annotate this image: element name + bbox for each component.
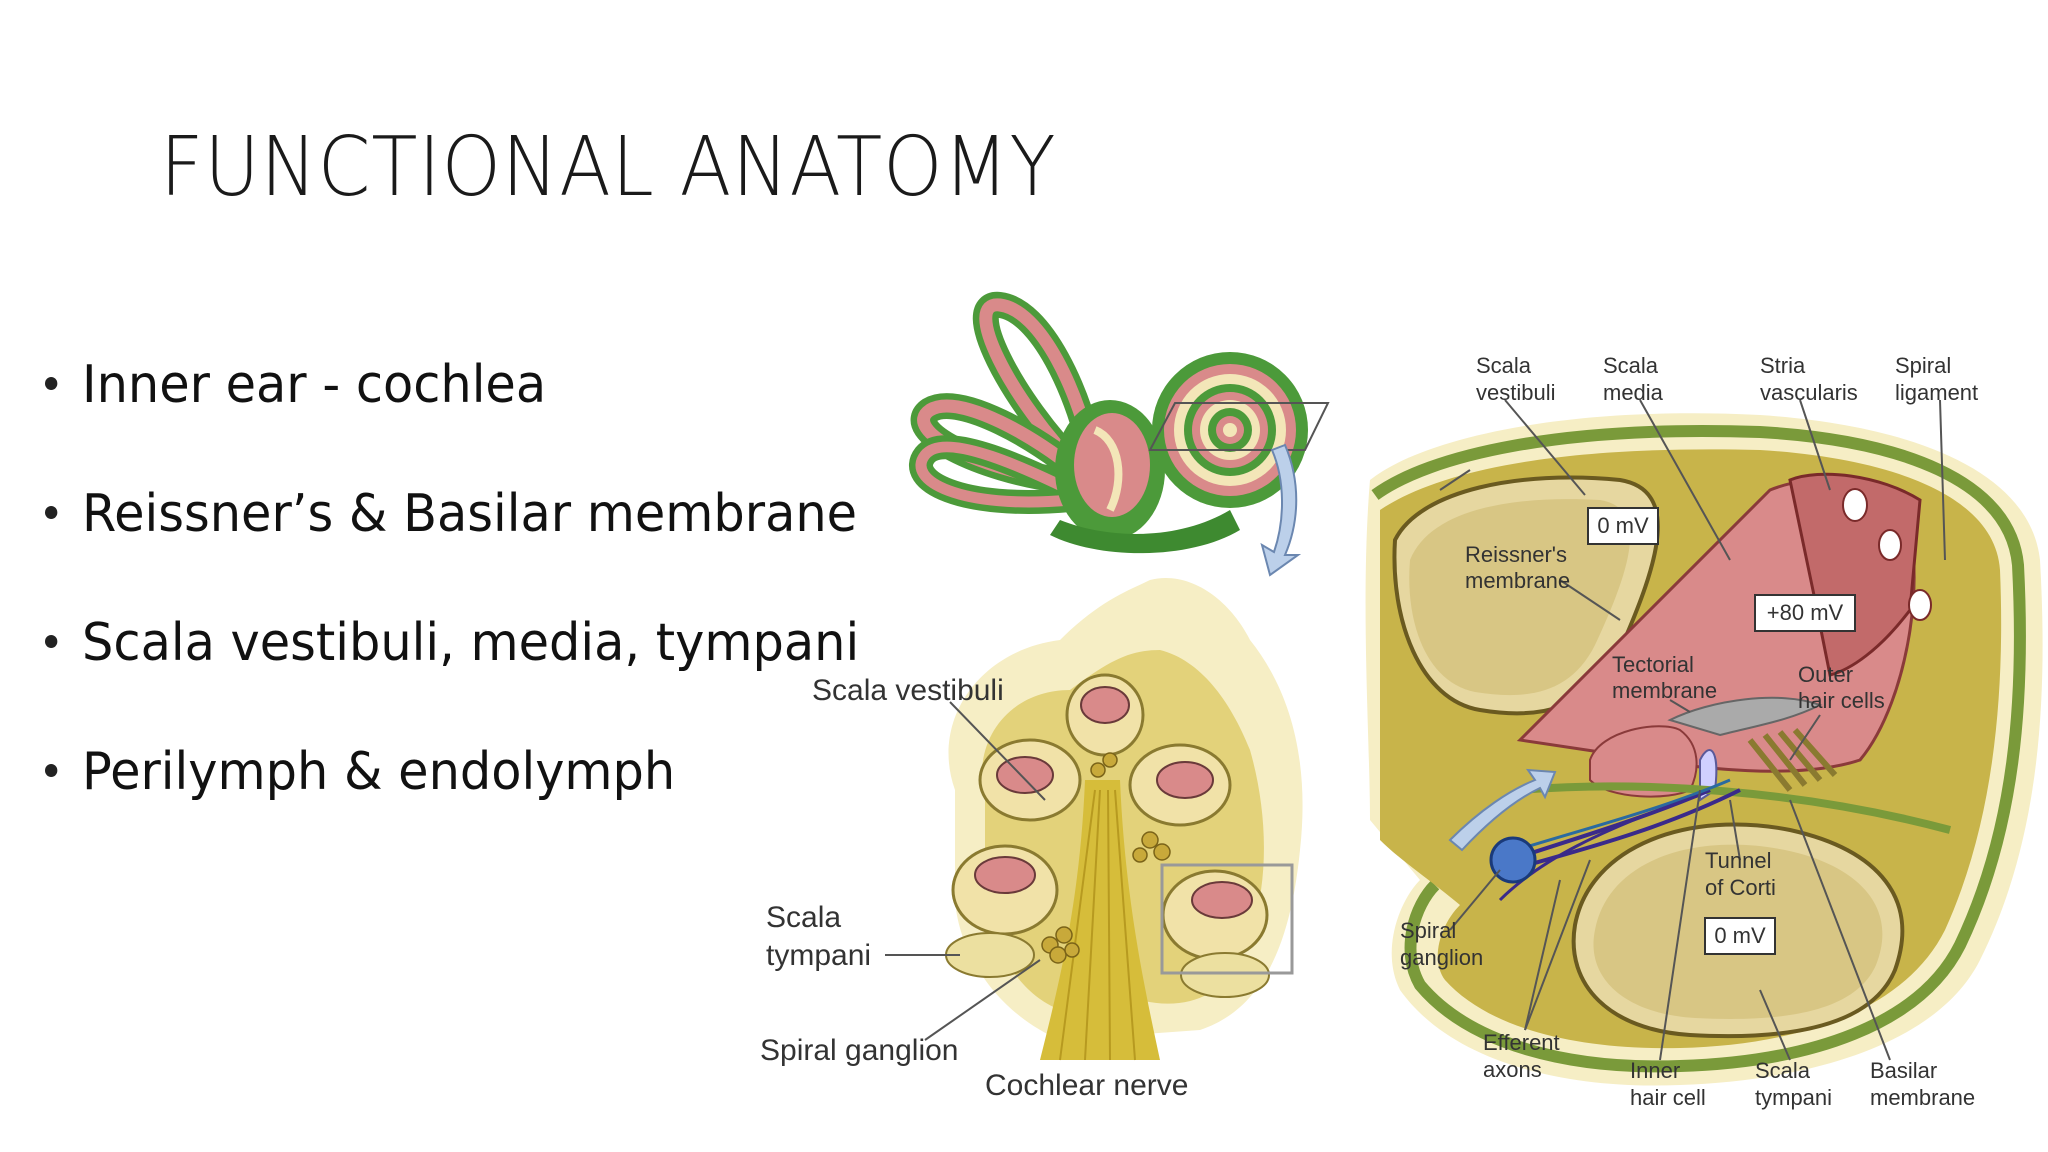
label-spiral-ligament: ligament [1895,380,1978,405]
label-efferent-axons: axons [1483,1057,1542,1082]
label-scala-vestibuli: Scala vestibuli [812,674,1004,707]
slide-title: FUNCTIONAL ANATOMY [160,120,1057,215]
label-basilar-membrane: membrane [1870,1085,1975,1110]
label-outer-hair-cells: Outer [1798,662,1853,687]
label-scala-tympani: Scala [766,901,841,934]
label-tectorial-membrane: membrane [1612,678,1717,703]
label-reissners-membrane: Reissner's [1465,542,1567,567]
label-scala-media: Scala [1603,353,1659,378]
potential-vestibuli: 0 mV [1597,513,1649,538]
label-scala-tympani: tympani [766,939,871,972]
label-inner-hair-cell: hair cell [1630,1085,1706,1110]
label-scala-vestibuli: Scala [1476,353,1532,378]
bullet-item: Inner ear - cochlea [45,355,859,484]
bullet-list: Inner ear - cochlea Reissner’s & Basilar… [45,355,902,871]
bullet-item: Perilymph & endolymph [45,742,859,871]
label-spiral-ganglion: Spiral ganglion [760,1034,958,1067]
label-efferent-axons: Efferent [1483,1030,1560,1055]
label-scala-tympani: tympani [1755,1085,1832,1110]
potential-tympani: 0 mV [1714,923,1766,948]
label-tectorial-membrane: Tectorial [1612,652,1694,677]
label-scala-tympani: Scala [1755,1058,1811,1083]
label-cochlear-nerve: Cochlear nerve [985,1069,1188,1102]
label-basilar-membrane: Basilar [1870,1058,1937,1083]
label-tunnel-of-corti: of Corti [1705,875,1776,900]
label-inner-hair-cell: Inner [1630,1058,1680,1083]
label-scala-media: media [1603,380,1664,405]
label-tunnel-of-corti: Tunnel [1705,848,1771,873]
potential-media: +80 mV [1767,600,1844,625]
label-stria-vascularis: vascularis [1760,380,1858,405]
spiral-ganglion-cell [1489,836,1537,884]
bullet-item: Reissner’s & Basilar membrane [45,484,859,613]
label-stria-vascularis: Stria [1760,353,1806,378]
label-spiral-ganglion: ganglion [1400,945,1483,970]
cochlea-cross-section: Scala vestibuli Scala tympani Spiral gan… [760,578,1303,1102]
label-spiral-ligament: Spiral [1895,353,1951,378]
bullet-item: Scala vestibuli, media, tympani [45,613,859,742]
inner-ear-illustration [909,291,1330,577]
bullet-dot [45,635,58,648]
bullet-dot [45,377,58,390]
ganglion-clusters [1041,752,1171,964]
scala-detail-diagram: 0 mV +80 mV 0 mV Scala vestibuli [1365,353,2043,1110]
label-reissners-membrane: membrane [1465,568,1570,593]
bullet-dot [45,764,58,777]
label-spiral-ganglion: Spiral [1400,918,1456,943]
label-scala-vestibuli: vestibuli [1476,380,1555,405]
bullet-dot [45,506,58,519]
label-outer-hair-cells: hair cells [1798,688,1885,713]
